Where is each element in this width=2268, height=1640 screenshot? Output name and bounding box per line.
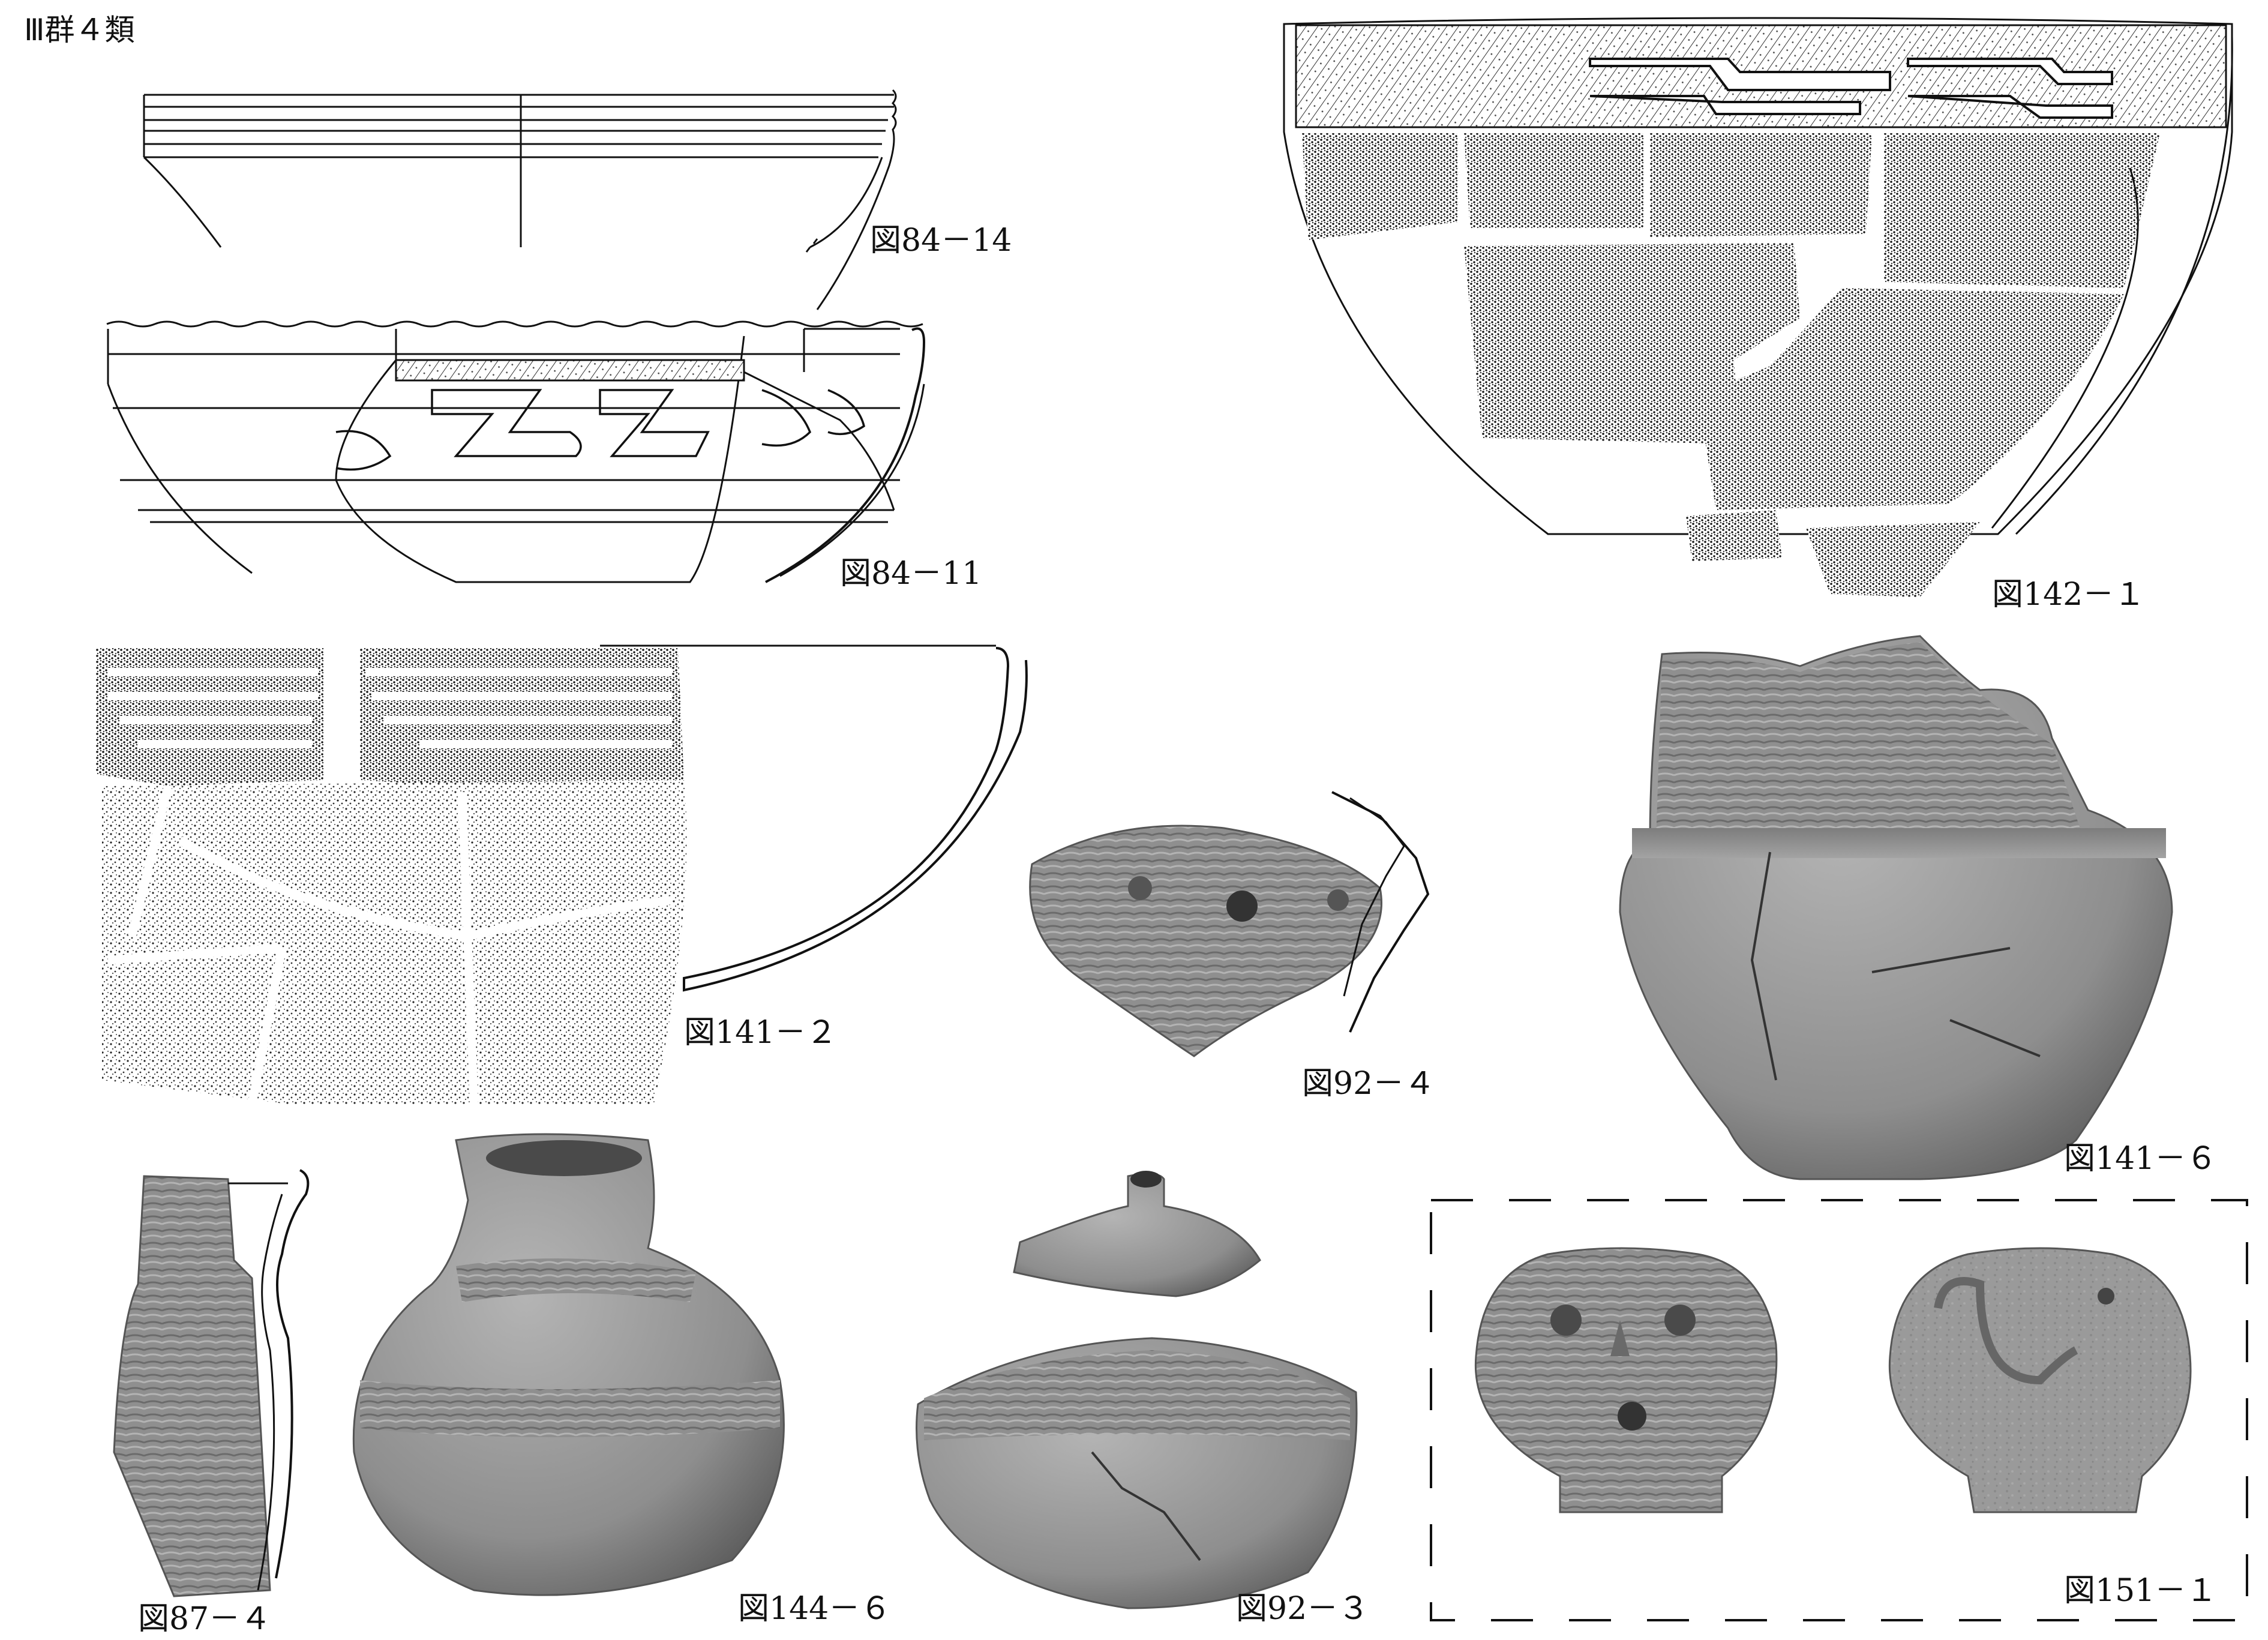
drawing-84-14 (143, 89, 897, 310)
photo-92-4 (1029, 791, 1430, 1057)
photo-141-6 (1619, 635, 2173, 1180)
figure-label-92-3: 図92－３ (1236, 1591, 1370, 1627)
drawing-142-1 (1283, 17, 2233, 597)
figure-label-87-4: 図87－４ (138, 1601, 272, 1637)
figure-label-84-14: 図84－14 (870, 223, 1012, 259)
figure-label-92-4: 図92－４ (1302, 1066, 1436, 1102)
figure-label-84-11: 図84－11 (840, 556, 982, 592)
figure-label-141-2: 図141－２ (684, 1015, 838, 1051)
photo-92-3 (916, 1171, 1358, 1609)
page-title: Ⅲ群４類 (24, 13, 135, 47)
figure-label-151-1: 図151－１ (2064, 1573, 2218, 1609)
figure-label-141-6: 図141－６ (2064, 1141, 2218, 1177)
figure-label-142-1: 図142－１ (1992, 577, 2146, 613)
photo-144-6 (352, 1133, 785, 1596)
drawing-84-11 (106, 320, 926, 583)
figure-label-144-6: 図144－６ (738, 1591, 892, 1627)
photo-151-1 (1430, 1199, 2248, 1621)
drawing-141-2 (96, 644, 1028, 1105)
photo-87-4 (113, 1169, 310, 1597)
